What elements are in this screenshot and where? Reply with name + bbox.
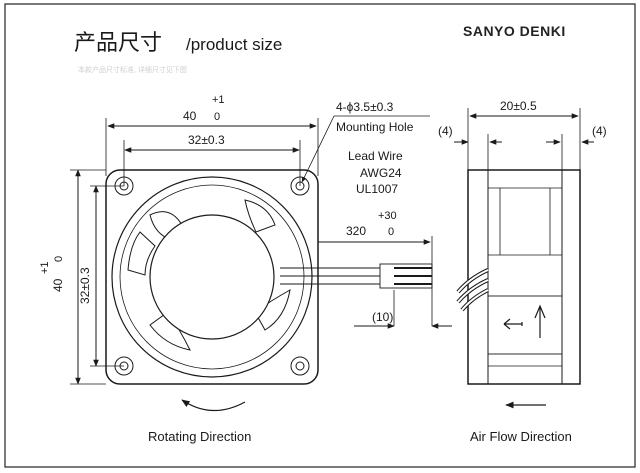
side-view: 20±0.5 (4) (4) xyxy=(438,99,607,444)
vertical-pitch-label: 32±0.3 xyxy=(78,267,92,304)
width-nominal: 40 xyxy=(183,109,197,123)
hole-pitch-label: 32±0.3 xyxy=(188,133,225,147)
lead-wire-label: Lead Wire xyxy=(348,149,403,163)
fan-shroud xyxy=(111,176,313,378)
title-en: /product size xyxy=(186,35,282,54)
wire-gauge: AWG24 xyxy=(360,166,402,180)
depth-label: 20±0.5 xyxy=(500,99,537,113)
mounting-hole xyxy=(114,176,134,196)
fan-frame xyxy=(105,169,319,385)
height-label: 40 xyxy=(51,278,65,292)
wire-length: 320 xyxy=(346,224,366,238)
mounting-hole xyxy=(290,356,310,376)
fan-hub xyxy=(149,214,275,340)
airflow-direction-caption: Air Flow Direction xyxy=(470,429,572,444)
wire-standard: UL1007 xyxy=(356,182,398,196)
width-tol-minus: 0 xyxy=(214,111,220,123)
rotating-direction-caption: Rotating Direction xyxy=(148,429,251,444)
side-wires xyxy=(456,268,489,312)
hole-label: Mounting Hole xyxy=(336,120,414,134)
mounting-hole xyxy=(290,176,310,196)
hole-leader xyxy=(301,115,335,183)
brand-logo: SANYO DENKI xyxy=(463,23,566,39)
flange-right: (4) xyxy=(592,124,607,138)
drawing-border xyxy=(4,3,636,468)
mounting-hole xyxy=(114,356,134,376)
strip-length: (10) xyxy=(372,310,393,324)
flange-left: (4) xyxy=(438,124,453,138)
wire-length-minus: 0 xyxy=(388,226,394,238)
note-cn: 本款产品尺寸标准, 详细尺寸见下图 xyxy=(78,65,187,74)
front-view: +1 40 0 32±0.3 40 +1 0 32±0.3 xyxy=(39,94,452,444)
svg-text:0: 0 xyxy=(53,256,65,262)
airflow-arrow-icon xyxy=(503,318,523,330)
wire-length-tol: +30 xyxy=(378,210,397,222)
side-frame xyxy=(467,169,581,385)
width-tol-plus: +1 xyxy=(212,94,225,106)
rotation-indicator-icon xyxy=(534,304,546,338)
rotation-arrow-icon xyxy=(181,399,246,412)
title-cn: 产品尺寸 xyxy=(74,30,162,55)
label-plate xyxy=(487,295,563,355)
hole-spec: 4-ϕ3.5±0.3 xyxy=(336,100,394,114)
svg-text:+1: +1 xyxy=(39,261,51,274)
lead-wires xyxy=(280,263,433,289)
